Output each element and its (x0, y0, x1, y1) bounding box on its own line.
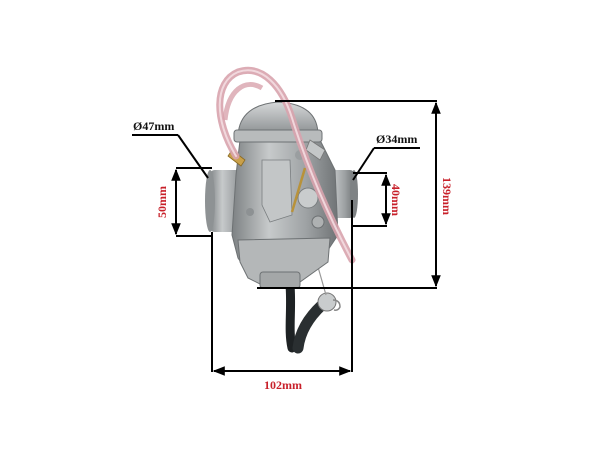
inlet-height-label: 50mm (155, 186, 169, 218)
carburetor-image (205, 66, 358, 354)
outlet-diameter-label: Ø34mm (376, 132, 417, 146)
outlet-height-label: 40mm (389, 184, 403, 216)
dimension-lines (132, 100, 441, 376)
total-width-label: 102mm (264, 378, 302, 392)
inlet-diameter-label: Ø47mm (133, 119, 174, 133)
total-height-label: 139mm (440, 177, 454, 215)
